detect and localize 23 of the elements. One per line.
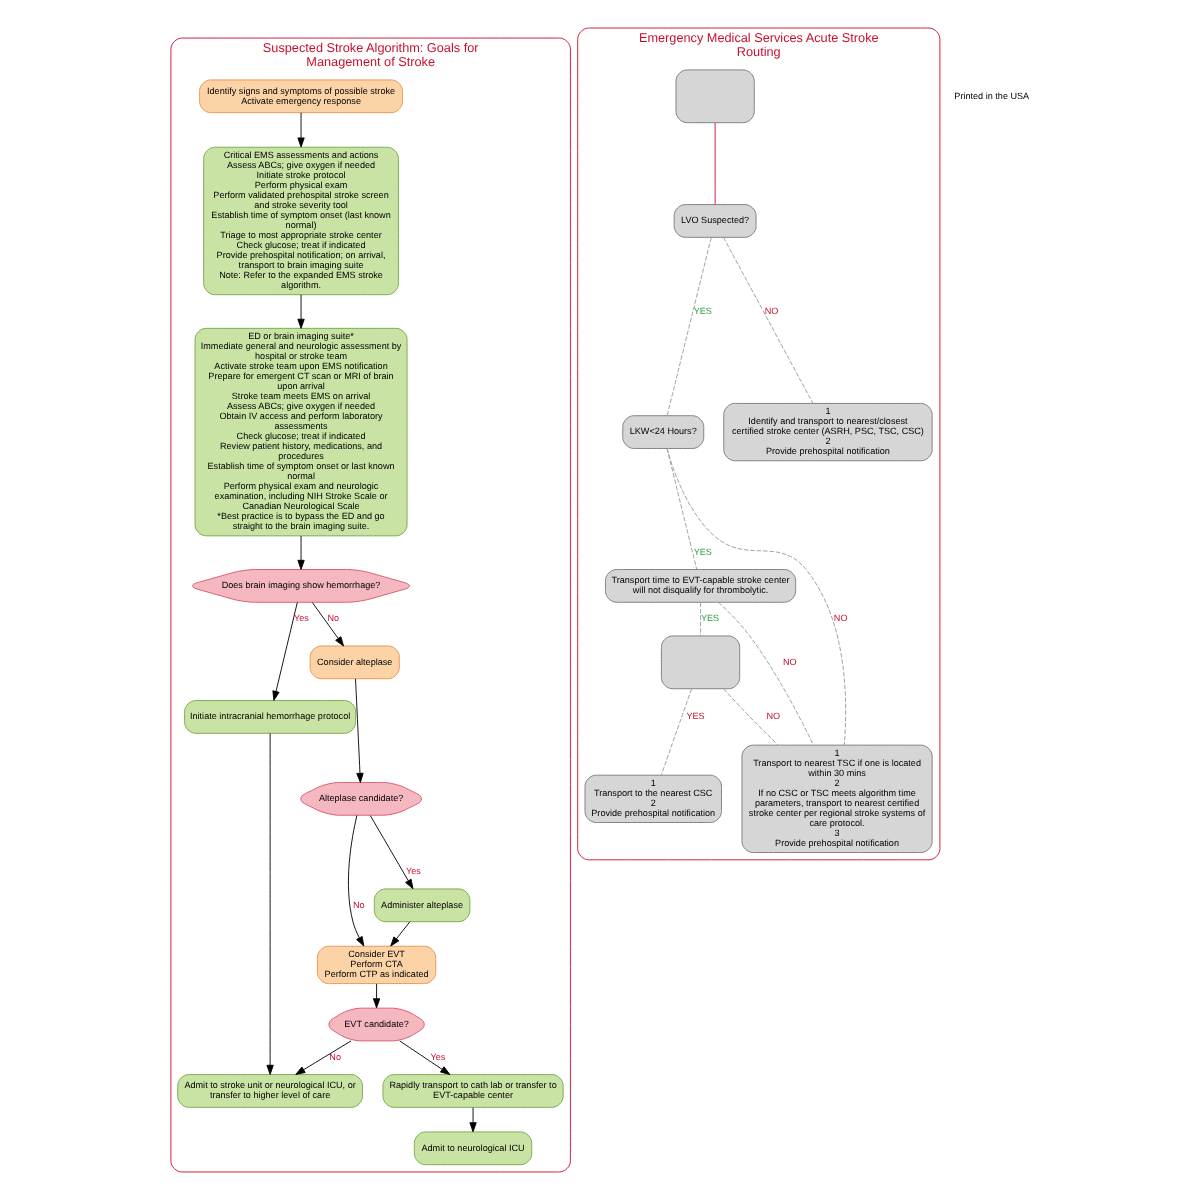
arrow	[297, 294, 305, 329]
arrow	[390, 921, 411, 947]
connector	[666, 448, 847, 746]
arrow	[295, 1040, 352, 1075]
arrow	[272, 601, 298, 701]
arrow	[312, 602, 344, 647]
connector	[666, 237, 712, 416]
arrow	[297, 112, 305, 148]
arrow	[469, 1107, 477, 1133]
connector	[660, 688, 692, 776]
node-box	[675, 69, 755, 124]
arrow	[297, 535, 305, 570]
arrow	[355, 678, 364, 783]
connector	[723, 237, 814, 404]
arrow	[372, 983, 381, 1009]
node-box	[660, 635, 741, 690]
arrow	[347, 815, 365, 947]
arrow	[399, 1040, 451, 1075]
arrow	[266, 733, 274, 1075]
connector	[723, 688, 779, 746]
connector	[718, 601, 814, 746]
arrow	[369, 815, 414, 890]
connector	[700, 602, 701, 637]
